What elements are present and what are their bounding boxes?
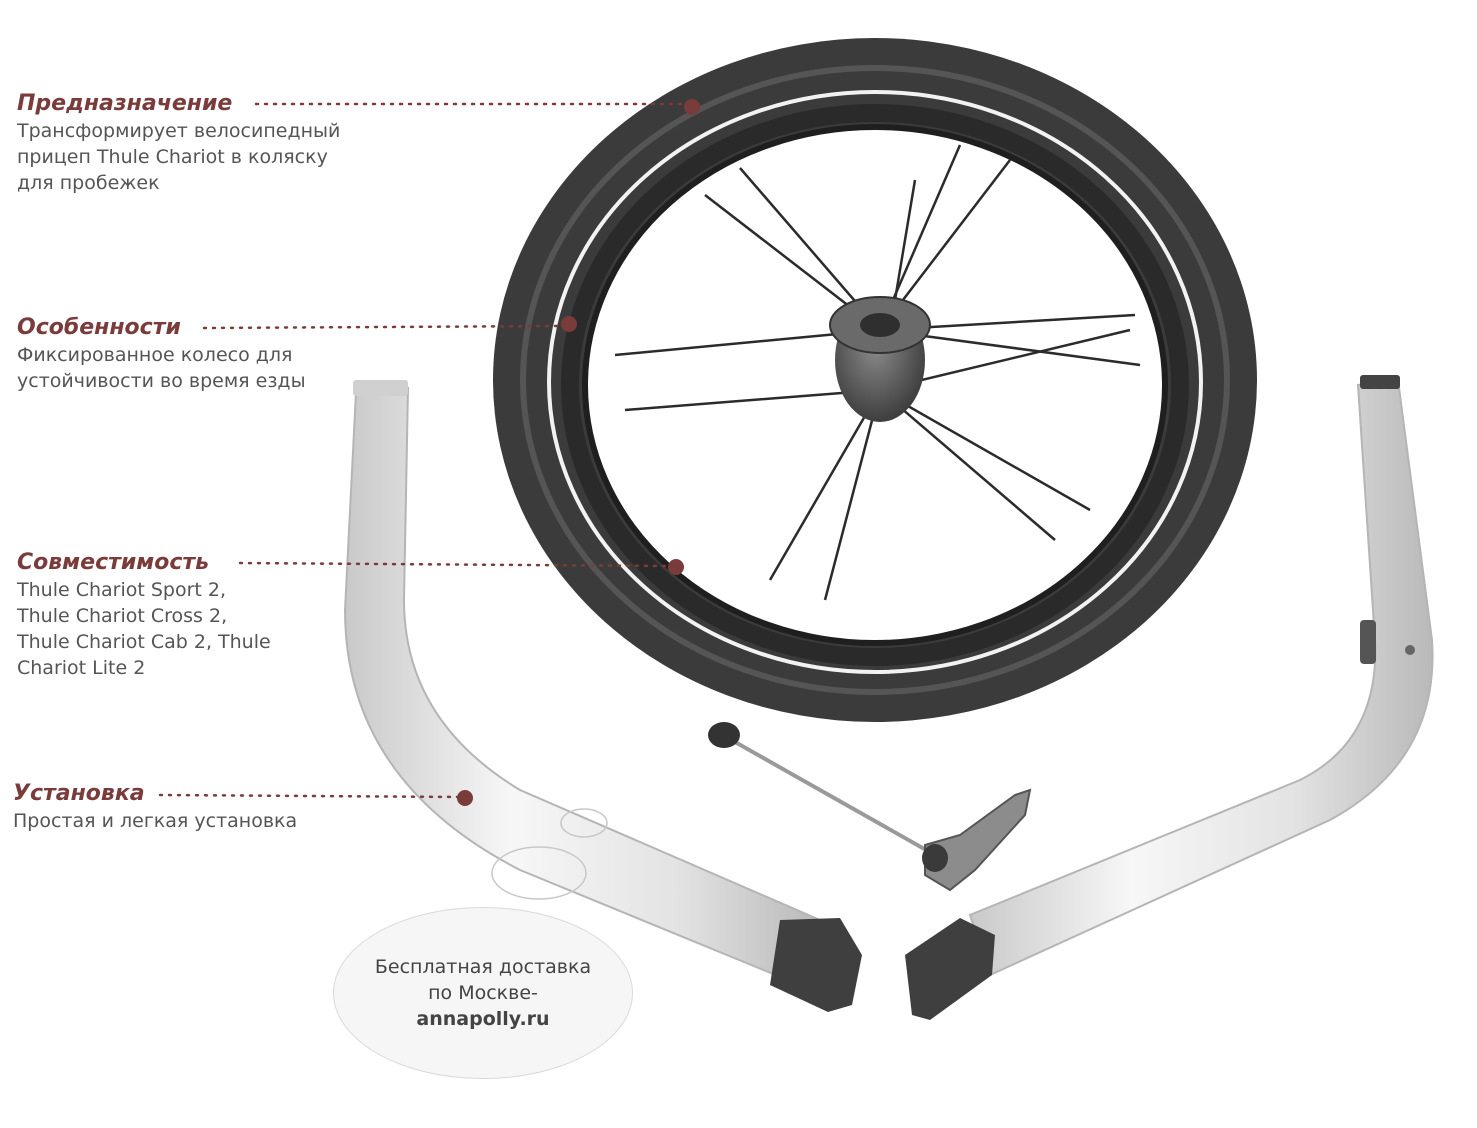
feature-title: Особенности [17,315,181,340]
left-frame-arm [343,380,862,1012]
promo-line-1: Бесплатная доставка [374,956,592,978]
right-frame-arm [905,375,1434,1020]
promo-line-2: по Москве- [428,982,538,1004]
feature-title: Установка [13,781,145,806]
rim [561,104,1189,666]
feature-title: Совместимость [17,550,210,575]
feature-specifics: Особенности Фиксированное колесо для уст… [17,314,306,394]
feature-description: Трансформирует велосипедный прицеп Thule… [17,120,341,194]
feature-description: Фиксированное колесо для устойчивости во… [17,344,306,392]
feature-compatibility: Совместимость Thule Chariot Sport 2, Thu… [17,549,271,681]
delivery-promo-bubble: Бесплатная доставка по Москве- annapolly… [333,907,633,1079]
feature-purpose: Предназначение Трансформирует велосипедн… [17,90,340,196]
quick-release-skewer [708,722,1032,892]
wheel [493,38,1257,722]
feature-description: Thule Chariot Sport 2, Thule Chariot Cro… [17,579,271,679]
feature-title: Предназначение [17,91,233,116]
feature-description: Простая и легкая установка [13,810,298,832]
feature-installation: Установка Простая и легкая установка [13,780,297,834]
callout-dots [457,99,700,806]
promo-site-link[interactable]: annapolly.ru [416,1008,550,1030]
tire-white-stripe [547,90,1203,674]
callout-lines [158,102,686,799]
